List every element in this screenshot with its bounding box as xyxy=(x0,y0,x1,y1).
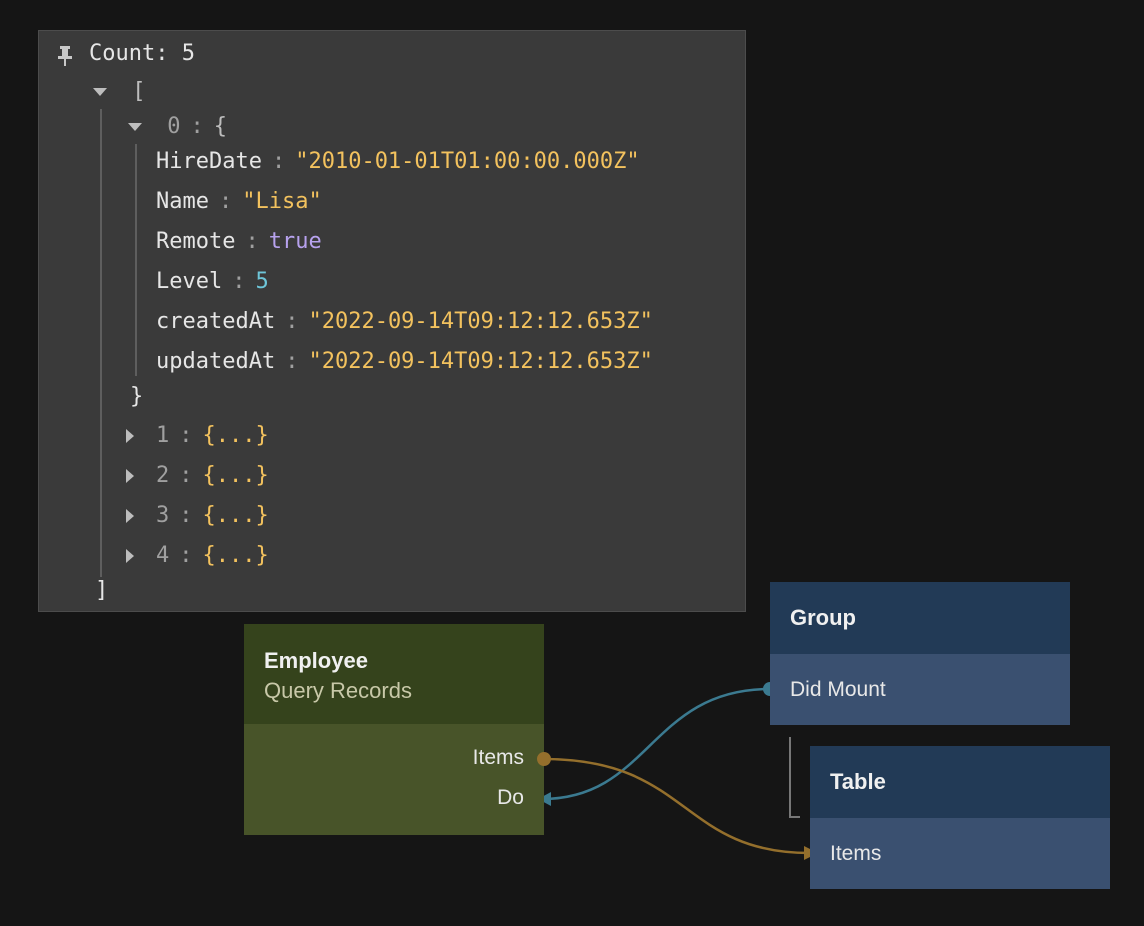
pin-icon[interactable] xyxy=(57,45,73,67)
node-title: Group xyxy=(790,605,856,630)
field-value: true xyxy=(268,229,322,254)
field-colon: : xyxy=(245,229,259,254)
do-input-port[interactable]: Do xyxy=(497,786,524,809)
count-label: Count: 5 xyxy=(89,41,195,66)
expand-caret-icon[interactable] xyxy=(126,469,134,483)
table-node-header[interactable]: Table xyxy=(810,746,1110,818)
employee-node-header[interactable]: Employee Query Records xyxy=(244,624,544,724)
collapsed-item-row[interactable]: 4: {...} xyxy=(126,541,269,571)
collapsed-object-value[interactable]: {...} xyxy=(202,503,269,528)
table-node-body: Items xyxy=(810,818,1110,889)
item-index: 0 xyxy=(167,114,181,139)
did-mount-output-port[interactable]: Did Mount xyxy=(790,678,886,701)
array-row[interactable]: [ xyxy=(93,77,146,107)
field-value: "2022-09-14T09:12:12.653Z" xyxy=(308,309,653,334)
data-wire xyxy=(543,757,811,855)
field-row: HireDate: "2010-01-01T01:00:00.000Z" xyxy=(156,147,640,177)
collapse-caret-icon[interactable] xyxy=(128,123,142,131)
items-output-port[interactable]: Items xyxy=(472,746,524,769)
table-node[interactable]: Table Items xyxy=(810,746,1110,889)
field-key: Level xyxy=(156,269,223,294)
field-value: "Lisa" xyxy=(242,189,322,214)
field-key: HireDate xyxy=(156,149,262,174)
node-subtitle: Query Records xyxy=(264,678,412,703)
field-value: "2022-09-14T09:12:12.653Z" xyxy=(308,349,653,374)
field-colon: : xyxy=(218,189,233,214)
array-guide-line xyxy=(100,109,102,577)
item-colon: : xyxy=(179,423,193,448)
field-colon: : xyxy=(285,349,299,374)
item-colon: : xyxy=(179,503,193,528)
field-value: "2010-01-01T01:00:00.000Z" xyxy=(295,149,640,174)
array-close-bracket: ] xyxy=(95,578,109,603)
group-node[interactable]: Group Did Mount xyxy=(770,582,1070,725)
expand-caret-icon[interactable] xyxy=(126,509,134,523)
object-close-brace: } xyxy=(130,384,144,409)
field-key: Name xyxy=(156,189,209,214)
field-row: createdAt: "2022-09-14T09:12:12.653Z" xyxy=(156,307,653,337)
collapsed-object-value[interactable]: {...} xyxy=(202,423,269,448)
expand-caret-icon[interactable] xyxy=(126,429,134,443)
employee-node[interactable]: Employee Query Records Items Do xyxy=(244,624,544,835)
field-key: Remote xyxy=(156,229,236,254)
object-guide-line xyxy=(135,144,137,376)
field-colon: : xyxy=(271,149,286,174)
item-index: 4 xyxy=(156,543,170,568)
item-index: 3 xyxy=(156,503,170,528)
group-node-header[interactable]: Group xyxy=(770,582,1070,654)
data-inspector-panel: Count: 5 [ 0:{ HireDate:"2010-01-01T01:0… xyxy=(38,30,746,612)
field-row: Level:5 xyxy=(156,267,269,297)
employee-node-body: Items Do xyxy=(244,724,544,835)
field-key: createdAt xyxy=(156,309,276,334)
field-key: updatedAt xyxy=(156,349,276,374)
field-row: Name: "Lisa" xyxy=(156,187,322,217)
field-colon: : xyxy=(232,269,246,294)
collapsed-item-row[interactable]: 1: {...} xyxy=(126,421,269,451)
object-open-brace: { xyxy=(213,114,227,139)
collapse-caret-icon[interactable] xyxy=(93,88,107,96)
item-index: 2 xyxy=(156,463,170,488)
field-row: Remote: true xyxy=(156,227,322,257)
item-index: 1 xyxy=(156,423,170,448)
expand-caret-icon[interactable] xyxy=(126,549,134,563)
collapsed-object-value[interactable]: {...} xyxy=(202,543,269,568)
group-node-body: Did Mount xyxy=(770,654,1070,725)
collapsed-object-value[interactable]: {...} xyxy=(202,463,269,488)
field-row: updatedAt: "2022-09-14T09:12:12.653Z" xyxy=(156,347,653,377)
items-input-port[interactable]: Items xyxy=(830,842,882,865)
child-connector xyxy=(789,737,800,818)
collapsed-item-row[interactable]: 2: {...} xyxy=(126,461,269,491)
node-title: Table xyxy=(830,769,886,794)
array-open-bracket: [ xyxy=(132,79,146,104)
item-colon: : xyxy=(179,543,193,568)
field-value: 5 xyxy=(255,269,269,294)
field-colon: : xyxy=(285,309,299,334)
signal-wire xyxy=(541,687,771,801)
item-0-row[interactable]: 0:{ xyxy=(128,112,227,142)
item-colon: : xyxy=(179,463,193,488)
node-title: Employee xyxy=(264,648,368,673)
collapsed-item-row[interactable]: 3: {...} xyxy=(126,501,269,531)
